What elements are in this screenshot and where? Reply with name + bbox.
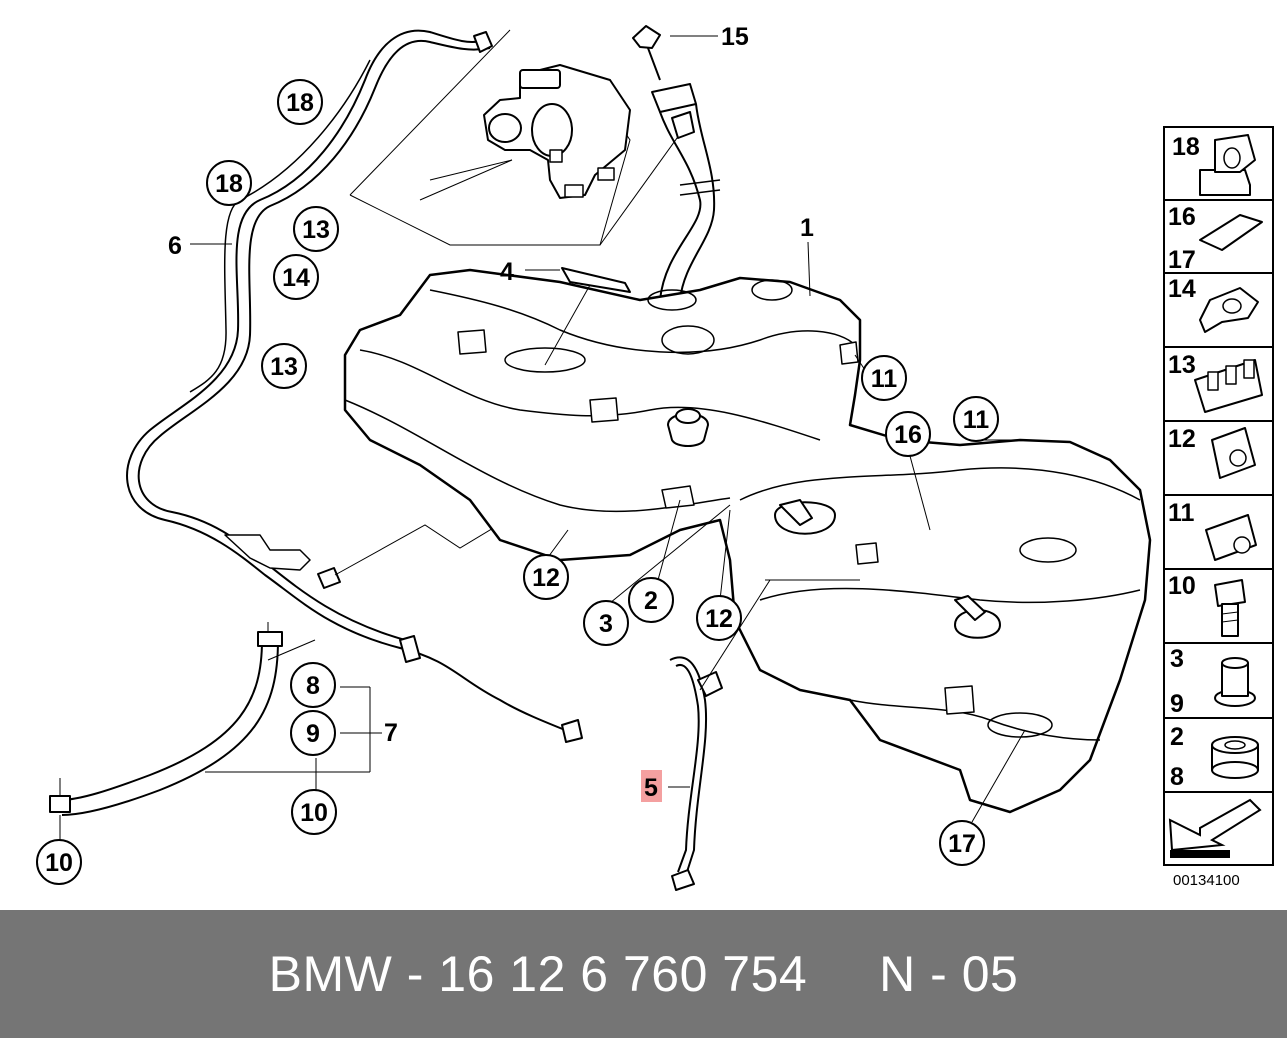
reference-number: 00134100 <box>1173 872 1240 889</box>
arrow-icon <box>1168 798 1262 858</box>
legend-17-label: 17 <box>1168 246 1196 274</box>
legend-3-label: 3 <box>1170 645 1184 673</box>
svg-text:11: 11 <box>963 406 990 434</box>
callout-16: 16 <box>885 411 931 457</box>
bolt-icon <box>1214 579 1246 637</box>
callout-11b: 11 <box>953 396 999 442</box>
svg-text:8: 8 <box>306 672 320 700</box>
svg-text:10: 10 <box>45 849 73 877</box>
legend-12-label: 12 <box>1168 425 1196 453</box>
callout-18b: 18 <box>206 160 252 206</box>
legend-18-label: 18 <box>1172 133 1200 161</box>
fuel-tank-drawing <box>343 267 1152 814</box>
callout-11a: 11 <box>861 355 907 401</box>
callout-13b: 13 <box>261 343 307 389</box>
svg-text:12: 12 <box>532 564 560 592</box>
callout-2: 2 <box>628 577 674 623</box>
sensor-wire-drawing <box>669 656 723 891</box>
callout-3: 3 <box>583 600 629 646</box>
legend-13-label: 13 <box>1168 351 1196 379</box>
label-4: 4 <box>500 258 514 286</box>
svg-text:13: 13 <box>270 353 298 381</box>
clamp-icon <box>1199 134 1256 196</box>
plug-icon <box>1211 736 1259 779</box>
parts-diagram: 18 18 13 14 13 11 11 16 12 2 3 12 <box>36 23 1274 891</box>
callout-13a: 13 <box>293 206 339 252</box>
svg-text:16: 16 <box>894 421 922 449</box>
callout-12b: 12 <box>696 595 742 641</box>
callout-18a: 18 <box>277 79 323 125</box>
legend-10-label: 10 <box>1168 572 1196 600</box>
legend-8-label: 8 <box>1170 763 1184 791</box>
svg-text:3: 3 <box>599 610 613 638</box>
svg-text:13: 13 <box>302 216 330 244</box>
leader-lines <box>59 35 1026 842</box>
footer-bar: BMW - 16 12 6 760 754 N - 05 <box>0 910 1287 1038</box>
label-7: 7 <box>384 719 398 747</box>
legend-11-label: 11 <box>1168 499 1195 527</box>
grommet-icon <box>1214 657 1256 707</box>
svg-text:18: 18 <box>215 170 243 198</box>
svg-text:17: 17 <box>948 830 976 858</box>
svg-text:11: 11 <box>871 365 898 393</box>
part-number-text: BMW - 16 12 6 760 754 N - 05 <box>268 946 1019 1002</box>
pad-icon <box>1199 214 1263 251</box>
multi-clip-icon <box>1194 359 1263 413</box>
svg-text:9: 9 <box>306 720 320 748</box>
callout-9: 9 <box>290 710 336 756</box>
legend-panel: 18 16 17 14 13 12 11 10 3 9 2 8 <box>1163 126 1274 866</box>
clip-icon <box>1199 287 1259 333</box>
svg-text:5: 5 <box>644 774 658 802</box>
legend-2-label: 2 <box>1170 723 1184 751</box>
label-15: 15 <box>721 23 749 51</box>
legend-16-label: 16 <box>1168 203 1196 231</box>
callout-8: 8 <box>290 662 336 708</box>
svg-text:10: 10 <box>300 799 328 827</box>
svg-text:2: 2 <box>644 587 658 615</box>
lower-tube-drawing <box>49 622 370 816</box>
label-1: 1 <box>800 214 814 242</box>
callout-17: 17 <box>939 820 985 866</box>
legend-9-label: 9 <box>1170 690 1184 718</box>
legend-14-label: 14 <box>1168 275 1196 303</box>
callout-12a: 12 <box>523 554 569 600</box>
pump-module-drawing <box>349 29 691 246</box>
filler-neck-drawing <box>632 25 721 301</box>
svg-text:18: 18 <box>286 89 314 117</box>
callout-14: 14 <box>273 254 319 300</box>
nut-icon <box>1205 514 1257 561</box>
svg-text:14: 14 <box>282 264 310 292</box>
callout-10b: 10 <box>36 839 82 885</box>
callout-10a: 10 <box>291 789 337 835</box>
svg-text:12: 12 <box>705 605 733 633</box>
nut-icon <box>1211 427 1256 479</box>
label-6: 6 <box>168 232 182 260</box>
label-5-highlighted[interactable]: 5 <box>641 770 662 802</box>
